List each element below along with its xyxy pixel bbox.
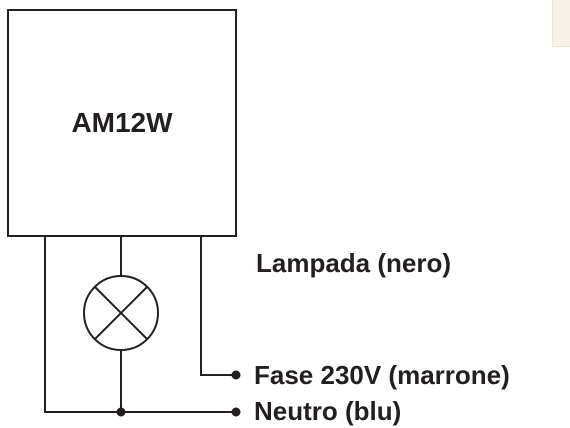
corner-fragment bbox=[552, 0, 570, 47]
neutral-junction-dot bbox=[116, 407, 126, 417]
phase-terminal-label: Fase 230V (marrone) bbox=[254, 360, 510, 390]
phase-wire bbox=[200, 236, 236, 376]
neutral-return-wire bbox=[44, 236, 121, 413]
module-name: AM12W bbox=[71, 107, 173, 138]
neutral-terminal-label: Neutro (blu) bbox=[254, 396, 402, 426]
lamp-terminal-label: Lampada (nero) bbox=[256, 248, 452, 278]
phase-terminal-dot bbox=[231, 370, 241, 380]
neutral-terminal-dot bbox=[231, 407, 241, 417]
lamp-cross-circle-icon bbox=[83, 275, 159, 351]
